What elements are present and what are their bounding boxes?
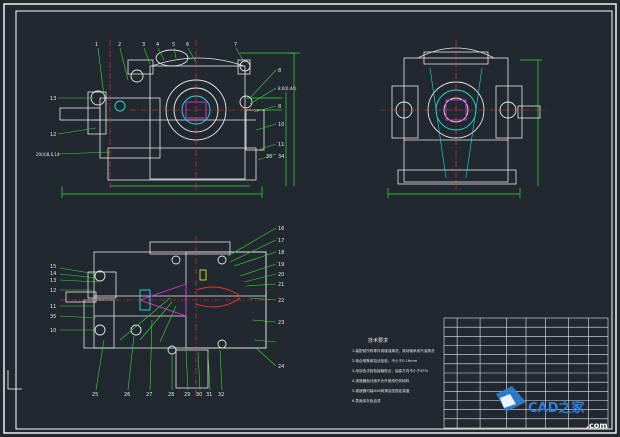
front-label: 13 xyxy=(50,96,56,102)
inner-frame xyxy=(15,10,613,430)
plan-label: 23 xyxy=(278,320,284,326)
ucs-icon xyxy=(7,370,22,390)
front-balloon: 7 xyxy=(234,42,237,48)
front-label: 8 xyxy=(278,104,281,110)
notes-line: 5.减速器内装N46润滑油至规定高度 xyxy=(352,388,410,393)
plan-label: 27 xyxy=(146,392,152,398)
plan-label: 29 xyxy=(184,392,190,398)
plan-label: 31 xyxy=(206,392,212,398)
watermark-logo: CAD之家 .com xyxy=(496,386,608,430)
front-balloon: 1 xyxy=(95,42,98,48)
front-label: 8,6(0,44) xyxy=(278,86,297,91)
front-balloon: 5 xyxy=(172,42,175,48)
plan-label: 35 xyxy=(50,314,56,320)
watermark-brand: CAD之家 xyxy=(528,400,585,416)
plan-label: 25 xyxy=(92,392,98,398)
notes-line: 3.用涂色法检验接触斑点，齿高方向不小于45% xyxy=(352,368,429,373)
notes-line: 4.减速器剖分面不允许使用任何填料 xyxy=(352,378,410,383)
front-label: 20(4)8,6,14 xyxy=(36,152,60,157)
outer-frame xyxy=(3,3,617,434)
front-balloon: 6 xyxy=(186,42,189,48)
front-view: 1 2 3 4 5 6 7 13 12 20(4)8,6,14 8 8,6(0,… xyxy=(36,40,300,198)
plan-label: 21 xyxy=(278,282,284,288)
plan-label: 16 xyxy=(278,226,284,232)
front-balloon: 2 xyxy=(118,42,121,48)
front-label: 10 xyxy=(278,122,284,128)
front-label: 34 xyxy=(278,154,284,160)
front-label: 11 xyxy=(278,142,284,148)
plan-label: 28 xyxy=(168,392,174,398)
front-label: 8 xyxy=(278,68,281,74)
plan-label: 18 xyxy=(278,250,284,256)
front-label: 12 xyxy=(50,132,56,138)
plan-label: 10 xyxy=(50,328,56,334)
plan-view: 15 14 13 12 11 35 10 16 17 18 19 20 21 2… xyxy=(50,226,284,398)
front-balloon: 3 xyxy=(142,42,145,48)
title-block xyxy=(443,317,609,429)
plan-label: 12 xyxy=(50,288,56,294)
plan-label: 32 xyxy=(218,392,224,398)
plan-label: 17 xyxy=(278,238,284,244)
front-balloon: 4 xyxy=(156,42,159,48)
notes-line: 2.啮合侧隙用铅丝检验，不小于0.16mm xyxy=(352,358,418,363)
plan-label: 20 xyxy=(278,272,284,278)
plan-label: 22 xyxy=(278,298,284,304)
plan-label: 24 xyxy=(278,364,284,370)
plan-label: 14 xyxy=(50,271,56,277)
notes-line: 1.装配前所有零件用煤油清洗，滚动轴承用汽油清洗 xyxy=(352,348,435,353)
notes-line: 6.表面涂灰色油漆 xyxy=(352,398,381,403)
plan-label: 30 xyxy=(196,392,202,398)
plan-label: 19 xyxy=(278,262,284,268)
notes-heading: 技术要求 xyxy=(368,337,388,344)
plan-label: 15 xyxy=(50,264,56,270)
side-view xyxy=(380,40,546,198)
watermark-site: .com xyxy=(586,421,608,430)
plan-label: 11 xyxy=(50,304,56,310)
plan-label: 26 xyxy=(124,392,130,398)
technical-notes: 技术要求 1.装配前所有零件用煤油清洗，滚动轴承用汽油清洗 2.啮合侧隙用铅丝检… xyxy=(352,337,435,403)
plan-label: 13 xyxy=(50,278,56,284)
front-label: 35 xyxy=(266,154,272,160)
